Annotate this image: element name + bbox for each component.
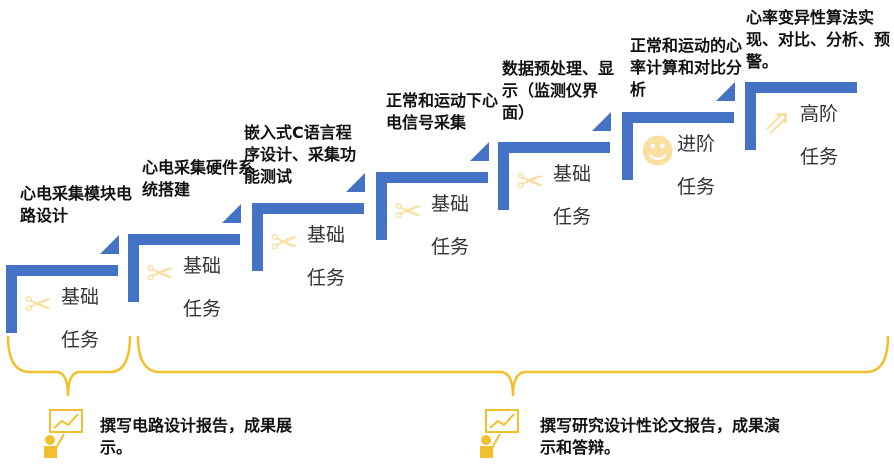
team-growth-icon: ⇗ bbox=[763, 102, 792, 142]
step-level-label: 高阶任务 bbox=[800, 103, 839, 168]
step-top-bar bbox=[622, 112, 734, 123]
report-text: 撰写电路设计报告，成果展示。 bbox=[100, 416, 293, 457]
bracket-basic-circuit bbox=[6, 335, 132, 397]
step-level-label: 基础任务 bbox=[183, 255, 222, 320]
step-side-bar bbox=[376, 172, 387, 240]
step-title: 心电采集硬件系统搭建 bbox=[142, 158, 255, 199]
presentation-icon bbox=[42, 408, 86, 460]
wrench-screwdriver-icon: ✂ bbox=[146, 254, 175, 294]
step-arrow-triangle bbox=[222, 204, 241, 223]
step-side-bar bbox=[6, 265, 17, 333]
wrench-screwdriver-icon: ✂ bbox=[394, 192, 423, 232]
step-side-bar bbox=[745, 82, 756, 150]
step-top-bar bbox=[745, 82, 857, 93]
step-arrow-triangle bbox=[346, 173, 365, 192]
wrench-screwdriver-icon: ✂ bbox=[24, 285, 53, 325]
step-side-bar bbox=[622, 112, 633, 180]
step-title: 正常和运动下心电信号采集 bbox=[386, 91, 499, 132]
step-level-label: 基础任务 bbox=[553, 163, 592, 228]
step-top-bar bbox=[498, 142, 610, 153]
step-top-bar bbox=[6, 265, 118, 276]
step-title: 正常和运动的心率计算和对比分析 bbox=[630, 36, 743, 99]
step-side-bar bbox=[128, 234, 139, 302]
step-level-label: 进阶任务 bbox=[677, 133, 716, 198]
step-side-bar bbox=[498, 142, 509, 210]
wrench-screwdriver-icon: ✂ bbox=[516, 162, 545, 202]
presentation-icon bbox=[478, 408, 522, 460]
step-side-bar bbox=[252, 203, 263, 271]
step-level-label: 基础任务 bbox=[307, 224, 346, 289]
step-arrow-triangle bbox=[100, 235, 119, 254]
head-idea-icon: ☻ bbox=[640, 132, 676, 172]
step-title: 嵌入式C语言程序设计、采集功能测试 bbox=[244, 123, 357, 186]
step-top-bar bbox=[252, 203, 364, 214]
step-arrow-triangle bbox=[470, 142, 489, 161]
step-title: 心电采集模块电路设计 bbox=[20, 184, 133, 225]
bracket-research bbox=[136, 335, 890, 397]
step-top-bar bbox=[376, 172, 488, 183]
step-title: 心率变异性算法实现、对比、分析、预警。 bbox=[746, 8, 891, 71]
step-level-label: 基础任务 bbox=[61, 286, 100, 351]
step-arrow-triangle bbox=[592, 112, 611, 131]
step-title: 数据预处理、显示（监测仪界面） bbox=[502, 59, 615, 122]
step-top-bar bbox=[128, 234, 240, 245]
step-level-label: 基础任务 bbox=[431, 193, 470, 258]
report-text: 撰写研究设计性论文报告，成果演示和答辩。 bbox=[540, 416, 781, 457]
step-arrow-triangle bbox=[716, 82, 735, 101]
wrench-screwdriver-icon: ✂ bbox=[270, 223, 299, 263]
